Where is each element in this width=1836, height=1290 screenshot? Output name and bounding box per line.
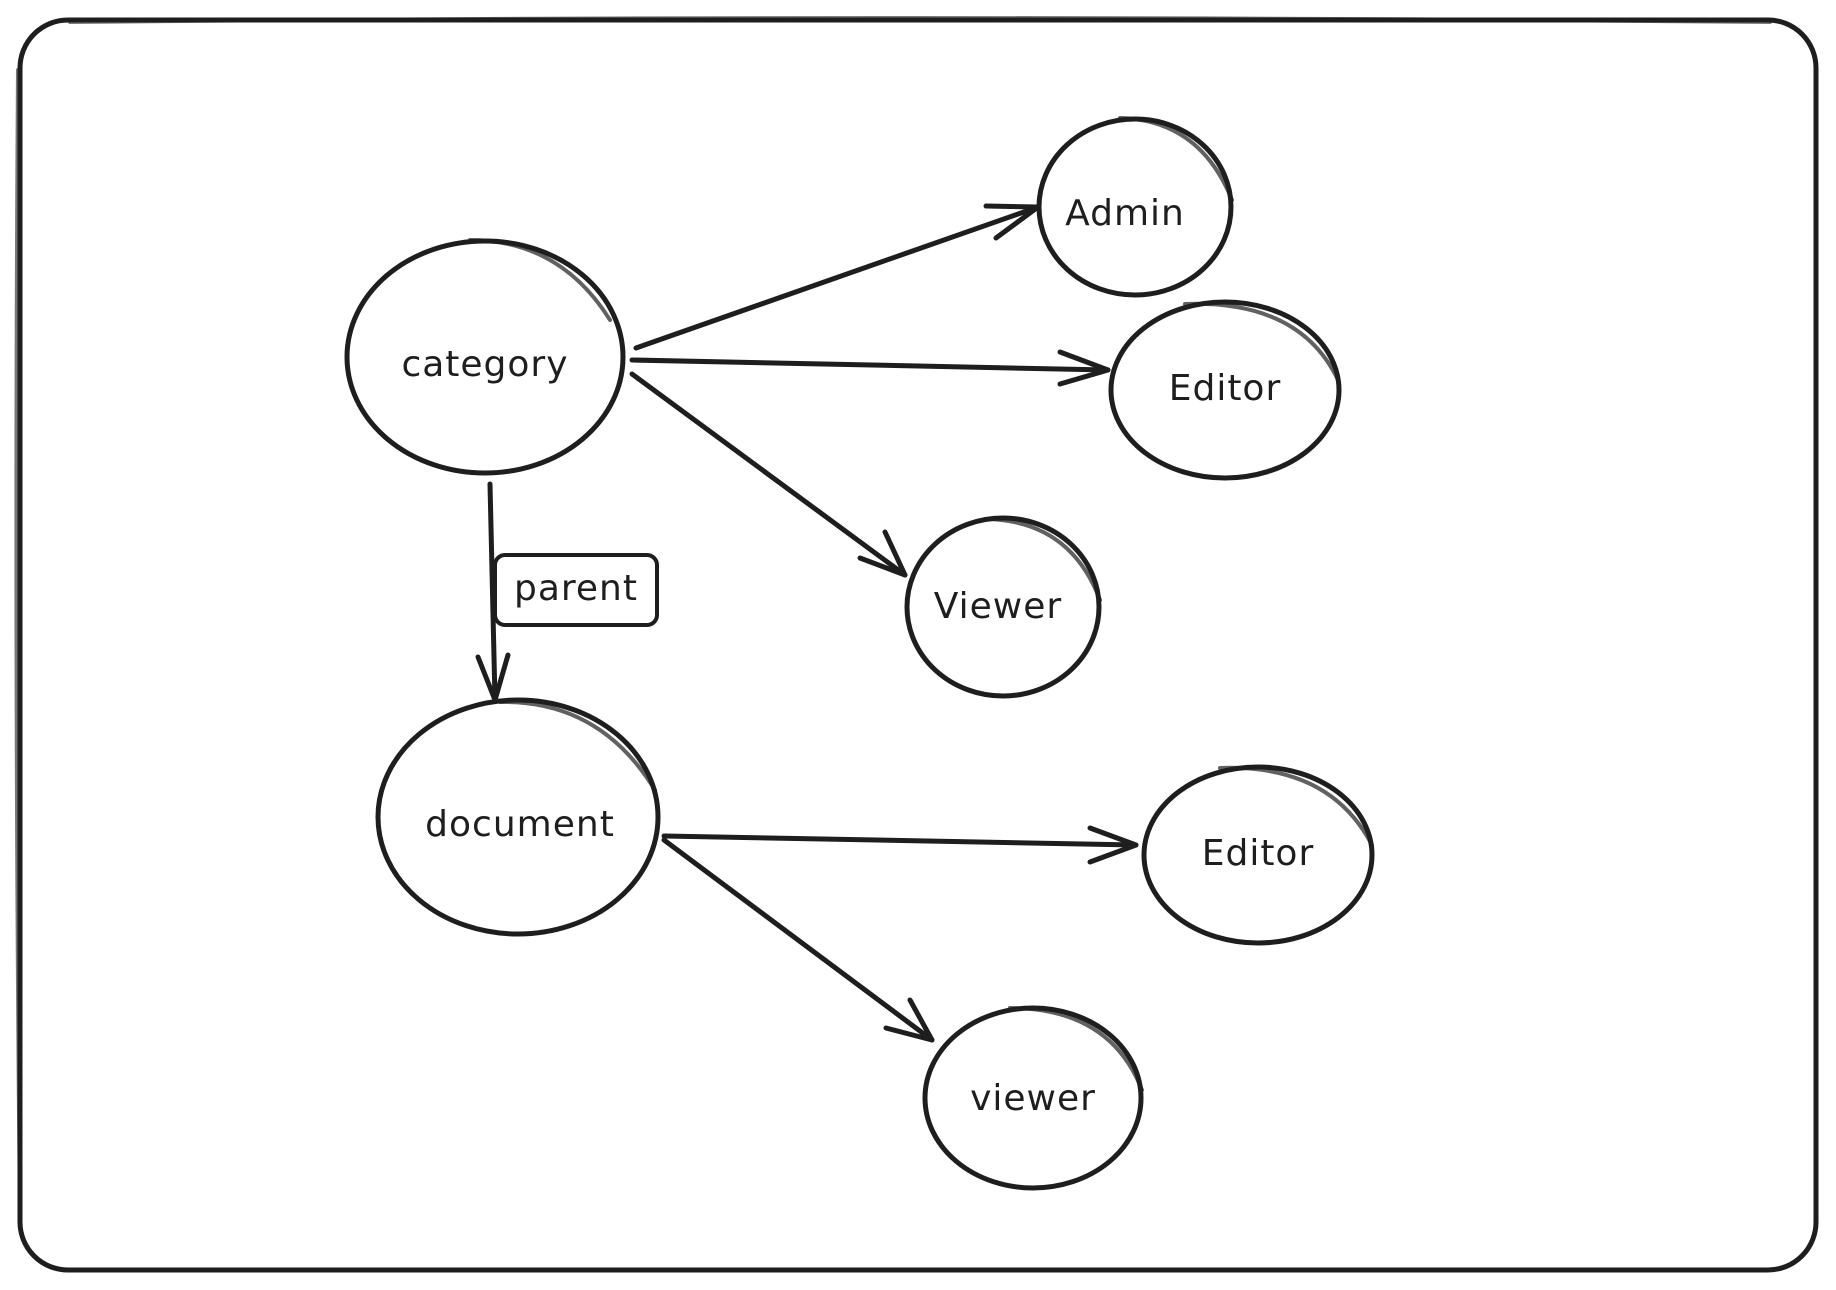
node-viewer-top-label: Viewer	[934, 586, 1062, 627]
node-viewer-bottom-label: viewer	[970, 1078, 1096, 1119]
node-viewer-top[interactable]: Viewer	[904, 515, 1102, 699]
node-category[interactable]: category	[344, 238, 626, 476]
node-editor-bottom[interactable]: Editor	[1141, 764, 1375, 946]
frame	[14, 16, 1819, 1273]
node-document[interactable]: document	[375, 697, 661, 937]
edge-category-viewer-top	[629, 371, 908, 578]
edge-category-admin	[633, 203, 1041, 351]
node-editor-top[interactable]: Editor	[1108, 299, 1342, 481]
edge-category-document	[475, 481, 511, 703]
node-editor-top-label: Editor	[1169, 368, 1282, 409]
edge-document-editor-bottom	[661, 825, 1139, 865]
edge-category-editor-top	[629, 349, 1111, 387]
node-viewer-bottom[interactable]: viewer	[922, 1005, 1144, 1191]
node-admin-label: Admin	[1065, 193, 1185, 234]
node-category-label: category	[401, 344, 568, 385]
node-document-label: document	[425, 804, 615, 845]
node-editor-bottom-label: Editor	[1202, 833, 1315, 874]
edge-label-parent: parent	[493, 553, 659, 627]
node-admin[interactable]: Admin	[1036, 116, 1234, 298]
edge-document-viewer-bottom	[661, 837, 935, 1043]
edge-label-parent-text: parent	[514, 568, 638, 609]
